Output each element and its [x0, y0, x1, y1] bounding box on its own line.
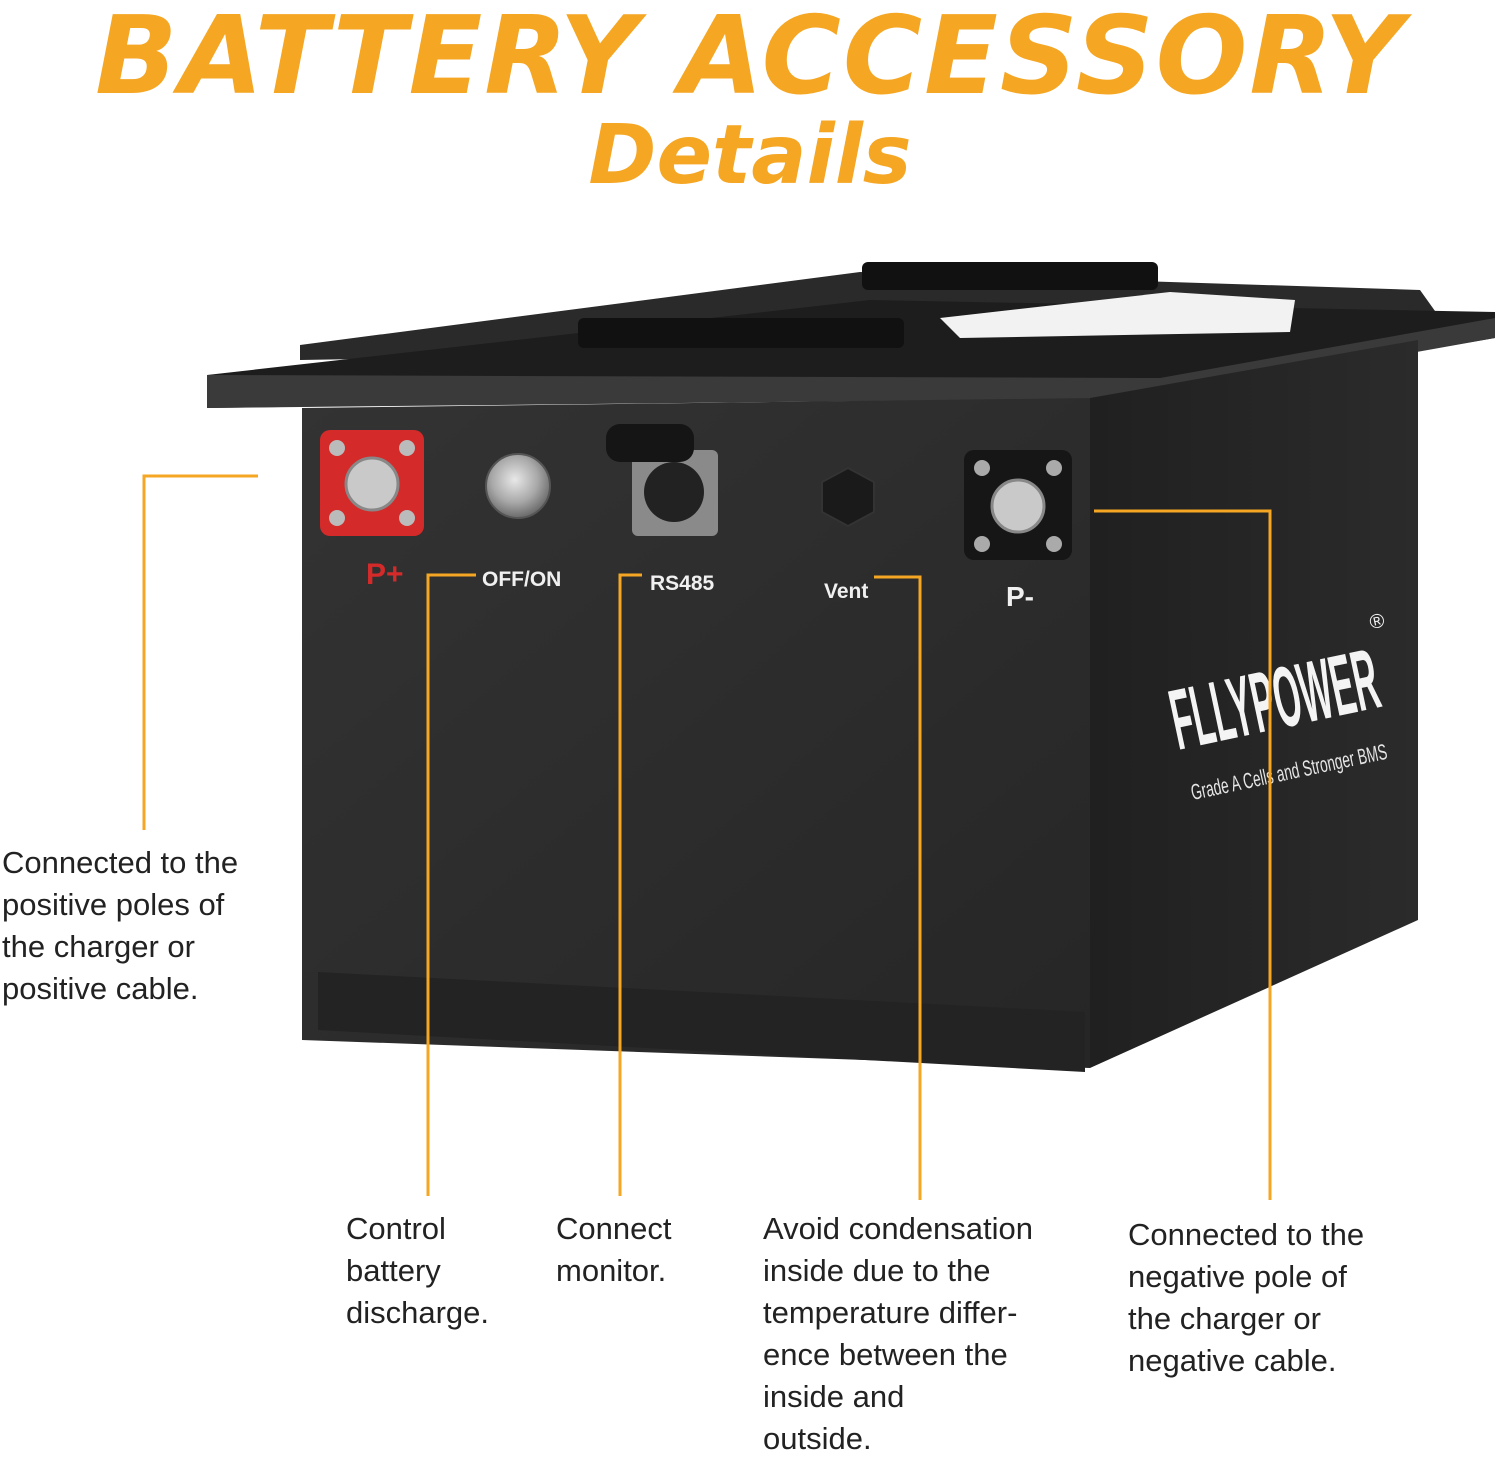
page-title: BATTERY ACCESSORY — [95, 0, 1405, 119]
battery-bottom-skirt — [318, 972, 1085, 1072]
callout-line-positive — [142, 474, 258, 830]
vent-plug — [821, 466, 875, 528]
negative-screw — [1046, 536, 1062, 552]
vent-label: Vent — [824, 580, 868, 603]
callout-positive: Connected to the positive poles of the c… — [2, 845, 239, 1006]
positive-terminal-bolt — [344, 456, 400, 512]
negative-screw — [974, 536, 990, 552]
positive-label: P+ — [366, 558, 404, 591]
callout-rs485: Connect monitor. — [556, 1211, 672, 1288]
negative-screw — [1046, 460, 1062, 476]
callout-switch: Control battery discharge. — [346, 1211, 490, 1330]
positive-screw — [329, 440, 345, 456]
callout-line-switch — [426, 573, 476, 1196]
callout-line-rs485 — [618, 573, 642, 1196]
callout-negative: Connected to the negative pole of the ch… — [1128, 1217, 1365, 1378]
page-subtitle: Details — [588, 108, 912, 203]
callout-line-negative — [1094, 509, 1272, 1200]
positive-screw — [329, 510, 345, 526]
positive-screw — [399, 440, 415, 456]
battery-front-face — [302, 398, 1090, 1068]
battery-side-face — [1090, 340, 1418, 1068]
brand-registered-mark: ® — [1368, 609, 1387, 634]
switch-label: OFF/ON — [482, 568, 561, 591]
handle-back — [862, 262, 1158, 290]
rs485-label: RS485 — [650, 572, 715, 595]
negative-label: P- — [1006, 581, 1034, 612]
handle-front — [578, 318, 904, 348]
top-label-sticker — [940, 292, 1295, 338]
callout-line-vent — [874, 575, 922, 1200]
negative-terminal-bolt — [990, 478, 1046, 534]
rs485-cap — [606, 424, 694, 462]
callout-vent: Avoid condensation inside due to the tem… — [763, 1211, 1034, 1456]
rs485-socket — [644, 462, 704, 522]
power-button — [485, 453, 551, 519]
negative-screw — [974, 460, 990, 476]
positive-screw — [399, 510, 415, 526]
